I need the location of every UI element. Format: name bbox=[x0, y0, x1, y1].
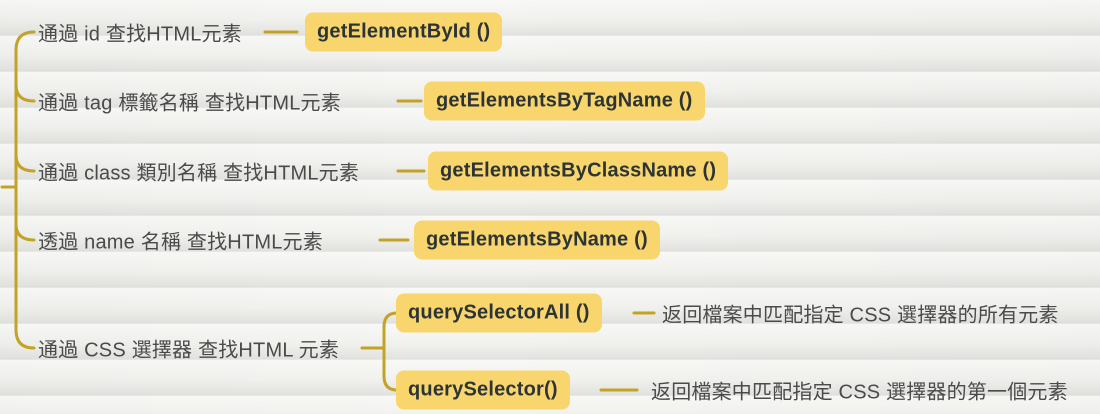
branch-label-id: 通過 id 查找HTML元素 bbox=[38, 23, 242, 46]
method-node-getelementbyid: getElementById () bbox=[305, 12, 503, 52]
branch-label-name: 透過 name 名稱 查找HTML元素 bbox=[38, 231, 323, 254]
branch-label-css: 通過 CSS 選擇器 查找HTML 元素 bbox=[38, 339, 340, 362]
branch-label-class: 通過 class 類別名稱 查找HTML元素 bbox=[38, 162, 360, 185]
css-sub-bracket bbox=[382, 311, 399, 392]
method-node-getelementsbyclassname: getElementsByClassName () bbox=[428, 151, 729, 191]
method-node-queryselectorall: querySelectorAll () bbox=[396, 293, 602, 333]
method-node-getelementsbytagname: getElementsByTagName () bbox=[424, 81, 705, 121]
description-queryselectorall: 返回檔案中匹配指定 CSS 選擇器的所有元素 bbox=[662, 304, 1059, 327]
description-queryselector: 返回檔案中匹配指定 CSS 選擇器的第一個元素 bbox=[651, 381, 1068, 404]
branch-label-tag: 通過 tag 標籤名稱 查找HTML元素 bbox=[38, 92, 341, 115]
branch-curve-name bbox=[14, 222, 36, 242]
branch-curve-class bbox=[14, 153, 36, 173]
method-node-getelementsbyname: getElementsByName () bbox=[414, 220, 660, 260]
method-node-queryselector: querySelector() bbox=[396, 370, 570, 410]
branch-curve-tag bbox=[14, 83, 36, 103]
main-spine-line bbox=[14, 30, 36, 350]
